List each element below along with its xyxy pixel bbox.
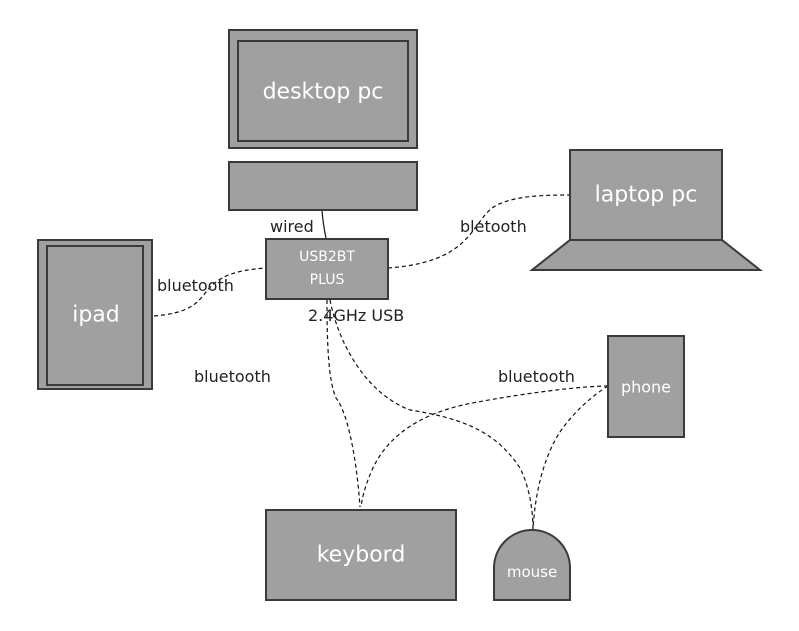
usb-24ghz-label: 2.4GHz USB bbox=[308, 306, 404, 325]
usb2bt-plus-node: USB2BT PLUS bbox=[265, 238, 389, 300]
keyboard-node: keybord bbox=[265, 509, 457, 601]
laptop-bluetooth-label: bletooth bbox=[460, 217, 527, 236]
usb-mouse-connection bbox=[329, 299, 534, 531]
phone-box bbox=[607, 335, 685, 438]
desktop-monitor-screen bbox=[237, 40, 409, 142]
phone-keyboard-connection bbox=[360, 385, 609, 508]
usb-keyboard-connection bbox=[326, 299, 361, 508]
ipad-node: ipad bbox=[37, 239, 153, 390]
phone-bluetooth-label: bluetooth bbox=[498, 367, 575, 386]
usb2bt-label-line1: USB2BT bbox=[299, 249, 355, 265]
laptop-pc-label: laptop pc bbox=[595, 183, 698, 208]
ipad-bluetooth-label: bluetooth bbox=[157, 276, 234, 295]
phone-label: phone bbox=[621, 378, 671, 397]
left-bluetooth-label: bluetooth bbox=[194, 367, 271, 386]
wired-connection bbox=[321, 209, 327, 239]
desktop-pc-label: desktop pc bbox=[263, 80, 384, 105]
mouse-node: mouse bbox=[493, 529, 571, 601]
keyboard-box bbox=[265, 509, 457, 601]
usb2bt-box bbox=[265, 238, 389, 300]
laptop-bluetooth-connection bbox=[387, 194, 572, 269]
ipad-bluetooth-connection bbox=[153, 267, 267, 317]
ipad-label: ipad bbox=[72, 303, 120, 328]
desktop-pc-node: desktop pc bbox=[228, 29, 418, 211]
usb2bt-label-line2: PLUS bbox=[310, 272, 345, 288]
desktop-base bbox=[228, 161, 418, 211]
phone-mouse-connection bbox=[532, 385, 609, 531]
laptop-keyboard-deck bbox=[529, 239, 763, 271]
phone-node: phone bbox=[607, 335, 685, 438]
ipad-screen bbox=[46, 245, 144, 386]
wired-label: wired bbox=[270, 217, 314, 236]
laptop-pc-node: laptop pc bbox=[529, 149, 763, 271]
laptop-screen bbox=[569, 149, 723, 241]
keyboard-label: keybord bbox=[317, 543, 406, 568]
mouse-shape bbox=[493, 529, 571, 601]
mouse-label: mouse bbox=[507, 563, 557, 581]
